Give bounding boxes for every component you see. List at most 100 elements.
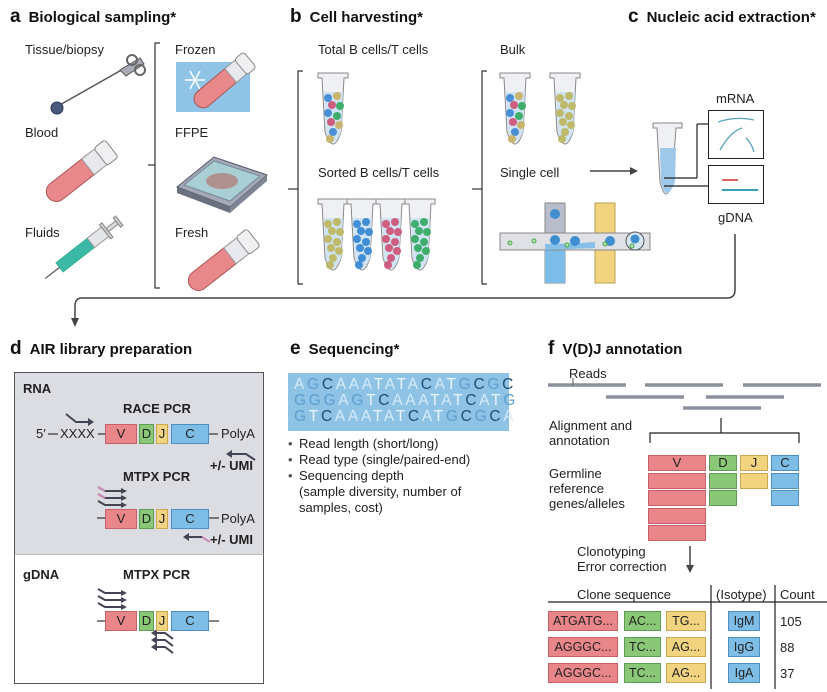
germline-v-allele: V xyxy=(648,455,706,471)
sequence-base: A xyxy=(383,408,396,425)
header-clone-sequence: Clone sequence xyxy=(577,587,671,602)
cell-dot xyxy=(353,220,361,228)
mtpx-rna-v-segment: V xyxy=(105,509,137,529)
sequence-base: G xyxy=(445,408,461,425)
gdna-label: gDNA xyxy=(718,210,753,225)
sequence-base: C xyxy=(502,376,517,393)
gdna-j-segment: J xyxy=(156,611,168,631)
sequence-base: A xyxy=(441,392,454,409)
cell-dot xyxy=(324,94,332,102)
sequence-base: A xyxy=(434,376,447,393)
race-j-segment: J xyxy=(156,424,168,444)
race-umi-label: +/- UMI xyxy=(210,458,253,473)
clone-d-cell: TC... xyxy=(624,663,661,683)
five-prime-label: 5′ xyxy=(36,426,46,441)
cell-dot xyxy=(508,135,516,143)
mtpx-polya-label: PolyA xyxy=(221,511,255,526)
sequence-line: AGCAAATATACATGCGC xyxy=(294,376,513,393)
cell-dot xyxy=(324,109,332,117)
cell-dot xyxy=(560,101,568,109)
sequence-base: C xyxy=(460,408,475,425)
cell-dot xyxy=(335,121,343,129)
arrow-right-icon xyxy=(590,167,638,175)
cell-dot xyxy=(394,228,402,236)
cell-dot xyxy=(565,112,573,120)
syringe-icon xyxy=(44,215,124,280)
race-v-segment: V xyxy=(105,424,137,444)
cell-dot xyxy=(420,238,428,246)
xxxx-label: XXXX xyxy=(60,426,95,441)
cell-dot xyxy=(391,218,399,226)
sequence-base: G xyxy=(294,408,309,425)
sequence-line: GTCAAATATCATGCGCA xyxy=(294,408,514,425)
race-pcr-title: RACE PCR xyxy=(123,401,191,416)
alignment-label: Alignment and annotation xyxy=(549,418,633,448)
cell-dot xyxy=(333,112,341,120)
germline-c-allele: C xyxy=(771,455,799,471)
bullet-read-type: Read type (single/paired-end) xyxy=(288,452,470,468)
sequence-base: T xyxy=(395,408,408,425)
cell-dot xyxy=(510,101,518,109)
header-isotype: (Isotype) xyxy=(716,587,767,602)
clone-isotype-cell: IgM xyxy=(728,611,760,631)
cell-dot xyxy=(329,128,337,136)
preservation-ffpe-label: FFPE xyxy=(175,125,209,140)
cell-dot xyxy=(362,218,370,226)
clone-isotype-cell: IgA xyxy=(728,663,760,683)
source-fluids-label: Fluids xyxy=(25,225,60,240)
clone-j-cell: AG... xyxy=(666,637,706,657)
cell-dot xyxy=(386,227,394,235)
cell-dot xyxy=(353,235,361,243)
sequence-base: T xyxy=(308,408,321,425)
tube xyxy=(317,72,349,145)
cell-dot xyxy=(384,261,392,269)
sequence-base: A xyxy=(405,392,419,409)
mtpx-rna-d-segment: D xyxy=(139,509,154,529)
biopsy-tool-icon xyxy=(50,54,146,115)
total-cells-label: Total B cells/T cells xyxy=(318,42,429,57)
sequence-base: G xyxy=(503,392,518,409)
bullet-continuation: samples, cost) xyxy=(299,500,383,515)
cell-dot xyxy=(515,112,523,120)
gdna-v-segment: V xyxy=(105,611,137,631)
ffpe-block-icon xyxy=(176,156,268,213)
cell-dot xyxy=(328,101,336,109)
cell-dot xyxy=(559,118,567,126)
cell-dot xyxy=(326,261,334,269)
header-count: Count xyxy=(780,587,815,602)
cell-dot xyxy=(333,92,341,100)
cell-dot xyxy=(364,247,372,255)
cell-dot xyxy=(393,247,401,255)
germline-d-allele: D xyxy=(709,455,737,471)
mrna-box-icon xyxy=(708,110,764,159)
clone-table-lines xyxy=(548,585,827,689)
cell-dot xyxy=(518,102,526,110)
mtpx-rna-c-segment: C xyxy=(171,509,209,529)
cell-dot xyxy=(387,254,395,262)
sequence-base: T xyxy=(453,392,466,409)
rna-label: RNA xyxy=(23,381,52,396)
cell-dot xyxy=(561,128,569,136)
gdna-box-icon xyxy=(708,165,764,204)
clone-v-cell: AGGGC... xyxy=(548,637,618,657)
reads-label: Reads xyxy=(569,366,607,381)
fresh-tube-icon xyxy=(187,229,260,291)
bullet-continuation: (sample diversity, number of xyxy=(299,484,462,499)
cell-dot xyxy=(509,118,517,126)
sorted-tube xyxy=(317,198,349,271)
sequence-base: G xyxy=(294,392,309,409)
cell-dot xyxy=(414,244,422,252)
sorted-tube xyxy=(404,198,436,271)
sequence-base: A xyxy=(360,408,373,425)
clone-v-cell: ATGATG... xyxy=(548,611,618,631)
clone-j-cell: TG... xyxy=(666,611,706,631)
preservation-fresh-label: Fresh xyxy=(175,225,209,240)
cell-dot xyxy=(391,238,399,246)
sequence-base: G xyxy=(323,392,339,409)
cell-dot xyxy=(415,227,423,235)
germline-c-allele xyxy=(771,490,799,506)
mrna-label: mRNA xyxy=(716,91,755,106)
cell-dot xyxy=(423,228,431,236)
frozen-tube-icon xyxy=(176,52,256,112)
germline-v-allele xyxy=(648,490,706,506)
